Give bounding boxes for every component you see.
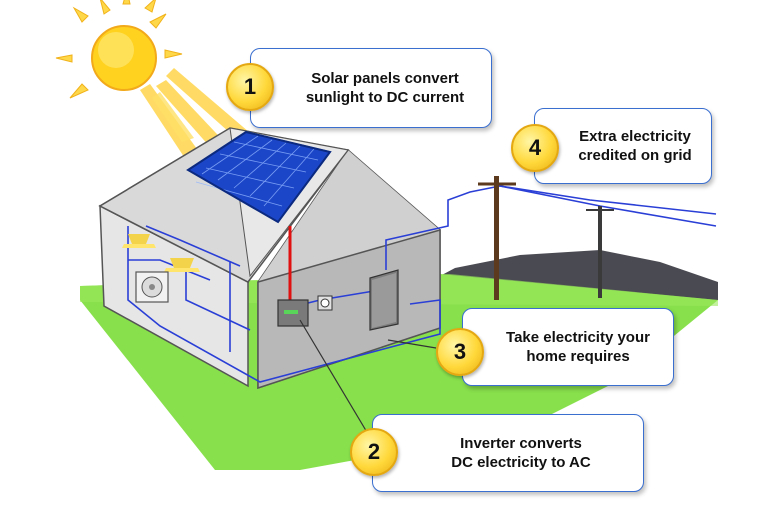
step-4-badge: 4 (511, 124, 559, 172)
callout-2-line1: Inverter converts (460, 435, 582, 452)
lamp-icon (122, 234, 200, 272)
callout-1-line2: sunlight to DC current (305, 89, 465, 106)
meter-icon (317, 295, 333, 311)
callout-4-line1: Extra electricity (579, 128, 691, 145)
utility-pole-icon (478, 176, 614, 300)
callout-4-line2: credited on grid (578, 147, 692, 164)
step-1-badge: 1 (226, 63, 274, 111)
callout-2-line2: DC electricity to AC (451, 454, 591, 471)
callout-solar-panels: Solar panels convert sunlight to DC curr… (250, 48, 492, 128)
breaker-panel-icon (369, 269, 399, 331)
callout-1-line1: Solar panels convert (311, 70, 459, 87)
leader-lines (299, 319, 437, 445)
sun-icon (55, 0, 270, 166)
callout-grid-credit: Extra electricity credited on grid (534, 108, 712, 184)
callout-3-line1: Take electricity your (506, 329, 650, 346)
callout-inverter: Inverter converts DC electricity to AC (372, 414, 644, 492)
callout-home-usage: Take electricity your home requires (462, 308, 674, 386)
step-2-badge: 2 (350, 428, 398, 476)
step-3-badge: 3 (436, 328, 484, 376)
callout-3-line2: home requires (526, 348, 630, 365)
solar-panel-icon (186, 130, 332, 224)
inverter-icon (277, 299, 309, 327)
ac-unit-icon (135, 271, 169, 303)
